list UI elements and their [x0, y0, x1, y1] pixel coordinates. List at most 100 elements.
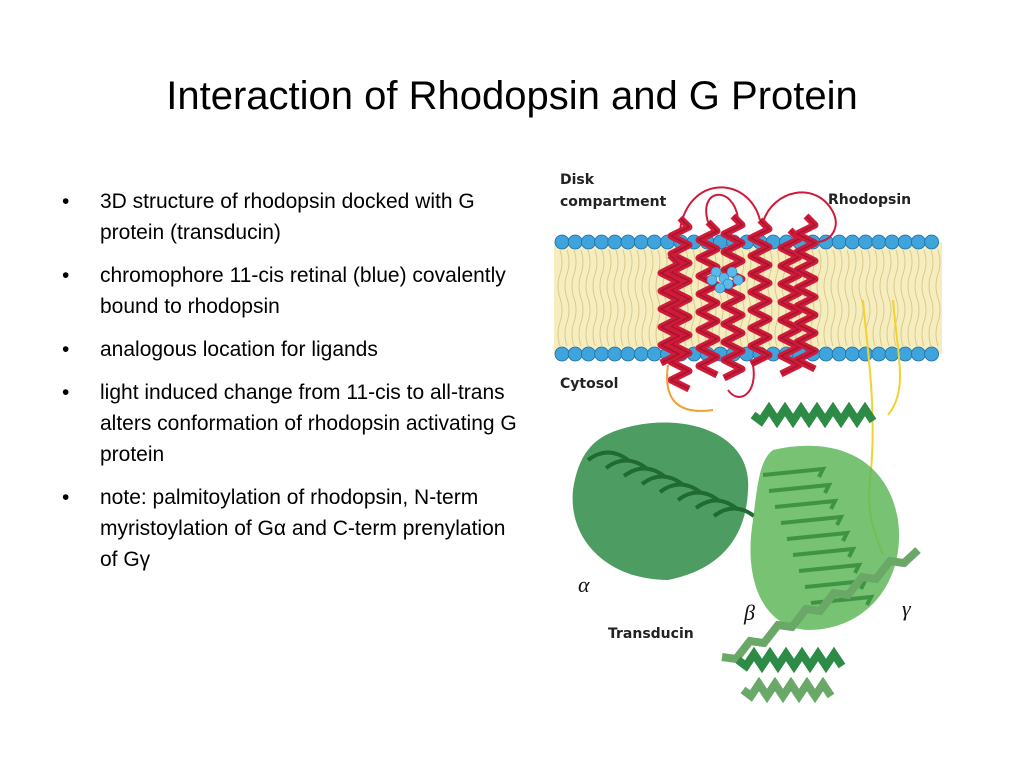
g-alpha-strand	[676, 490, 720, 502]
lipid-tail	[578, 297, 584, 347]
cytosolic-loops	[666, 364, 755, 412]
lipid-head	[831, 346, 847, 362]
lipid-head	[647, 234, 662, 250]
g-gamma-helix	[740, 676, 835, 704]
lipid-tail	[655, 297, 661, 347]
g-gamma-ribbon	[721, 547, 921, 664]
lipid-head	[567, 346, 583, 362]
g-alpha-strand	[604, 458, 648, 470]
lipid-head	[818, 346, 834, 362]
membrane-heads-bottom	[554, 346, 940, 362]
label-disk: Disk	[560, 172, 595, 188]
lipid-tail	[746, 297, 752, 347]
helix-edge	[749, 219, 771, 365]
lipid-tail	[886, 297, 892, 347]
g-alpha-strand	[694, 498, 738, 510]
lipid-head	[844, 346, 860, 362]
g-alpha-n-terminal-helix	[750, 401, 877, 429]
lipid-head	[554, 234, 570, 250]
g-gamma-helix	[735, 646, 846, 674]
lipid-tail	[648, 249, 654, 299]
g-beta-strand	[774, 498, 839, 510]
extracellular-loops	[679, 186, 837, 243]
helix-edge	[659, 254, 681, 364]
lipid-tail	[564, 297, 570, 347]
lipid-tail	[634, 249, 640, 299]
lipid-tail	[879, 249, 885, 299]
lipid-head	[884, 234, 900, 250]
lipid-tail	[844, 297, 850, 347]
lipid-head	[633, 346, 649, 362]
label-alpha: α	[578, 572, 590, 597]
retinal-atom	[732, 274, 744, 286]
lipid-head	[858, 234, 874, 250]
bullet-item: •chromophore 11-cis retinal (blue) coval…	[58, 260, 528, 322]
lipid-tail	[690, 297, 696, 347]
g-gamma-subunit	[721, 547, 921, 704]
bullet-dot: •	[62, 190, 70, 213]
bullet-text: 3D structure of rhodopsin docked with G …	[100, 190, 475, 244]
lipid-tail	[606, 297, 612, 347]
lipid-tail	[620, 249, 626, 299]
bullet-item: • 3D structure of rhodopsin docked with G…	[58, 186, 528, 248]
lipid-tail	[571, 297, 577, 347]
lipid-tail	[634, 297, 640, 347]
lipid-tail	[872, 297, 878, 347]
lipid-tail	[928, 249, 934, 299]
lipid-tail	[599, 249, 605, 299]
lipid-tail	[599, 297, 605, 347]
g-alpha-strand	[658, 482, 702, 494]
helix-edge	[722, 215, 744, 379]
lipid-head	[871, 346, 887, 362]
lipid-tail	[886, 249, 892, 299]
lipid-head	[910, 346, 926, 362]
connector-ribbon	[750, 401, 877, 429]
retinal-atom	[726, 266, 738, 278]
lipid-head	[924, 234, 940, 250]
lipid-head	[607, 346, 623, 362]
bullet-list: • 3D structure of rhodopsin docked with G…	[58, 186, 528, 587]
bullet-dot: •	[62, 381, 70, 404]
bullet-item: •analogous location for ligands	[58, 334, 528, 365]
lipid-head	[884, 346, 900, 362]
lipid-tail	[578, 249, 584, 299]
lipid-tail	[830, 249, 836, 299]
lipid-tail	[935, 297, 941, 347]
bullet-text: light induced change from 11-cis to all-…	[100, 381, 517, 466]
lipid-head	[844, 234, 860, 250]
lipid-tail	[837, 249, 843, 299]
lipid-head	[594, 346, 609, 362]
lipid-head	[620, 346, 636, 362]
bullet-dot: •	[62, 486, 70, 509]
lipid-tail	[592, 249, 598, 299]
lipid-head	[554, 346, 570, 362]
lipid-tail	[893, 249, 899, 299]
lipid-tail	[816, 249, 822, 299]
lipid-tail	[606, 249, 612, 299]
slide-title: Interaction of Rhodopsin and G Protein	[166, 74, 858, 118]
label-rhodopsin: Rhodopsin	[828, 192, 911, 208]
bullet-text: analogous location for ligands	[100, 338, 378, 361]
lipid-head	[594, 234, 609, 250]
bullet-text: chromophore 11-cis retinal (blue) covale…	[100, 264, 506, 318]
lipid-tail	[613, 297, 619, 347]
lipid-tail	[844, 249, 850, 299]
label-transducin: Transducin	[608, 626, 694, 642]
lipid-tail	[774, 297, 780, 347]
lipid-head	[567, 234, 583, 250]
g-alpha-strand	[712, 506, 756, 518]
lipid-tail	[585, 249, 591, 299]
bullet-item: •note: palmitoylation of rhodopsin, N-te…	[58, 482, 528, 575]
g-beta-strand	[798, 562, 863, 574]
lipid-head	[924, 346, 940, 362]
retinal-atom	[714, 282, 726, 294]
lipid-tail	[858, 249, 864, 299]
lipid-tail	[641, 297, 647, 347]
g-beta-strand	[780, 514, 845, 526]
lipid-tail	[648, 297, 654, 347]
lipid-tail	[935, 249, 941, 299]
lipid-tail	[907, 297, 913, 347]
lipid-tail	[613, 249, 619, 299]
lipid-tail	[557, 297, 563, 347]
rhodopsin-helices	[657, 213, 819, 393]
